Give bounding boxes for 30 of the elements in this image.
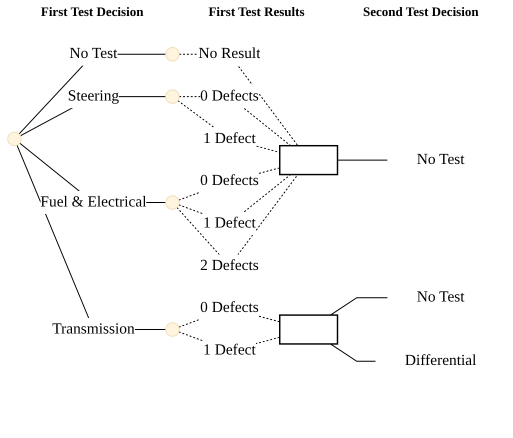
connector	[330, 344, 376, 362]
edge-label: 2 Defects	[200, 257, 259, 274]
node-box	[279, 314, 338, 345]
edge-label: 0 Defects	[200, 172, 259, 190]
node-box	[279, 144, 338, 176]
column-heading: First Test Decision	[40, 4, 144, 20]
edge-label: 1 Defect	[203, 215, 256, 232]
edge-label: 1 Defect	[203, 342, 256, 358]
connector	[16, 144, 166, 330]
node-circle	[165, 195, 180, 210]
connector	[18, 54, 166, 135]
edge-label: 1 Defect	[203, 130, 256, 147]
connector	[337, 160, 388, 161]
node-circle	[7, 132, 22, 146]
edge-label: Transmission	[52, 320, 135, 338]
node-circle	[165, 322, 180, 337]
edge-label: 0 Defects	[200, 88, 259, 104]
edge-label: Steering	[68, 88, 120, 104]
edge-label: Fuel & Electrical	[40, 194, 146, 210]
edge-label: No Result	[198, 46, 260, 62]
column-heading: Second Test Decision	[362, 4, 480, 20]
edge-label: No Test	[70, 46, 118, 62]
column-heading: First Test Results	[207, 4, 306, 20]
connector	[330, 297, 388, 316]
node-text: Differential	[404, 352, 476, 369]
node-text: No Test	[416, 151, 465, 168]
node-circle	[165, 47, 180, 62]
node-text: No Test	[416, 289, 465, 306]
edge-label: 0 Defects	[200, 300, 259, 316]
node-circle	[165, 89, 180, 104]
